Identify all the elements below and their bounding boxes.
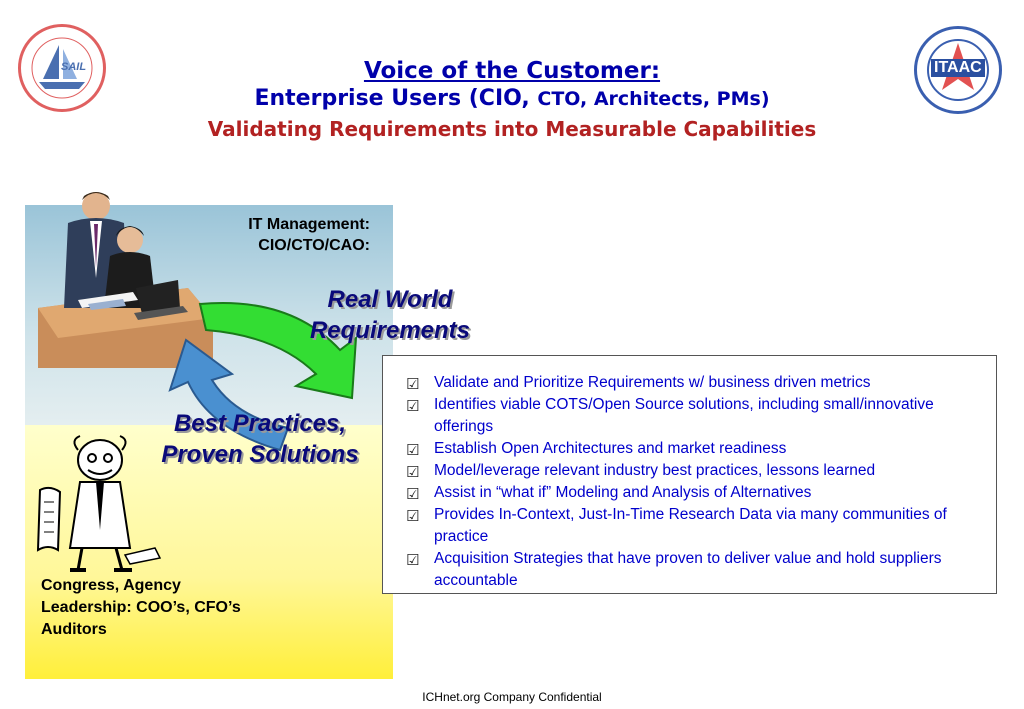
checkbox-icon: ☑ [406, 375, 420, 393]
list-item: ☑Assist in “what if” Modeling and Analys… [406, 484, 812, 503]
checkbox-icon: ☑ [406, 463, 420, 481]
real-world-line-1: Real World [327, 286, 453, 313]
cartoon-man-illustration [36, 435, 162, 572]
title-line-2: Enterprise Users (CIO, CTO, Architects, … [0, 86, 1024, 111]
blue-arrow-icon [168, 338, 290, 452]
congress-leadership-label: Congress, Agency Leadership: COO’s, CFO’… [41, 575, 301, 641]
list-item: ☑Acquisition Strategies that have proven… [406, 550, 942, 589]
sailboat-icon [31, 37, 93, 99]
best-practices-label: Best Practices, Proven Solutions [130, 408, 390, 470]
office-people-photo [38, 192, 213, 368]
list-item: ☑Establish Open Architectures and market… [406, 440, 787, 459]
checkbox-icon: ☑ [406, 397, 420, 415]
it-management-label: IT Management: CIO/CTO/CAO: [200, 214, 370, 256]
congress-line-1: Congress, Agency [41, 577, 181, 594]
list-item: ☑Model/leverage relevant industry best p… [406, 462, 876, 481]
best-practices-line-1: Best Practices, [173, 410, 347, 437]
green-arrow-icon [198, 302, 358, 400]
checkbox-icon: ☑ [406, 551, 420, 569]
capabilities-box: ☑Validate and Prioritize Requirements w/… [382, 355, 997, 594]
checkbox-icon: ☑ [406, 441, 420, 459]
title-line-1: Voice of the Customer: [363, 58, 661, 84]
sail-logo: SAIL [18, 24, 106, 112]
itaac-logo: ITAAC [914, 26, 1002, 114]
it-label-line-2: CIO/CTO/CAO: [258, 237, 370, 254]
checkbox-icon: ☑ [406, 507, 420, 525]
list-item: ☑Validate and Prioritize Requirements w/… [406, 374, 871, 393]
best-practices-line-2: Proven Solutions [161, 441, 359, 468]
congress-line-2: Leadership: COO’s, CFO’s [41, 599, 241, 616]
it-label-line-1: IT Management: [248, 216, 370, 233]
title-line-2-small: CTO, Architects, PMs) [537, 88, 770, 110]
list-item: ☑Provides In-Context, Just-In-Time Resea… [406, 506, 947, 545]
capabilities-list: ☑Validate and Prioritize Requirements w/… [383, 356, 996, 592]
cycle-arrows [168, 302, 358, 452]
real-world-requirements-label: Real World Requirements [270, 284, 510, 346]
subtitle: Validating Requirements into Measurable … [207, 117, 817, 141]
itaac-logo-text: ITAAC [931, 59, 985, 77]
real-world-line-2: Requirements [309, 317, 471, 344]
footer-confidential: ICHnet.org Company Confidential [422, 690, 602, 704]
sail-logo-text: SAIL [61, 61, 87, 73]
checkbox-icon: ☑ [406, 485, 420, 503]
list-item: ☑Identifies viable COTS/Open Source solu… [406, 396, 934, 435]
title-line-2-main: Enterprise Users (CIO, [254, 86, 538, 111]
congress-line-3: Auditors [41, 621, 107, 638]
